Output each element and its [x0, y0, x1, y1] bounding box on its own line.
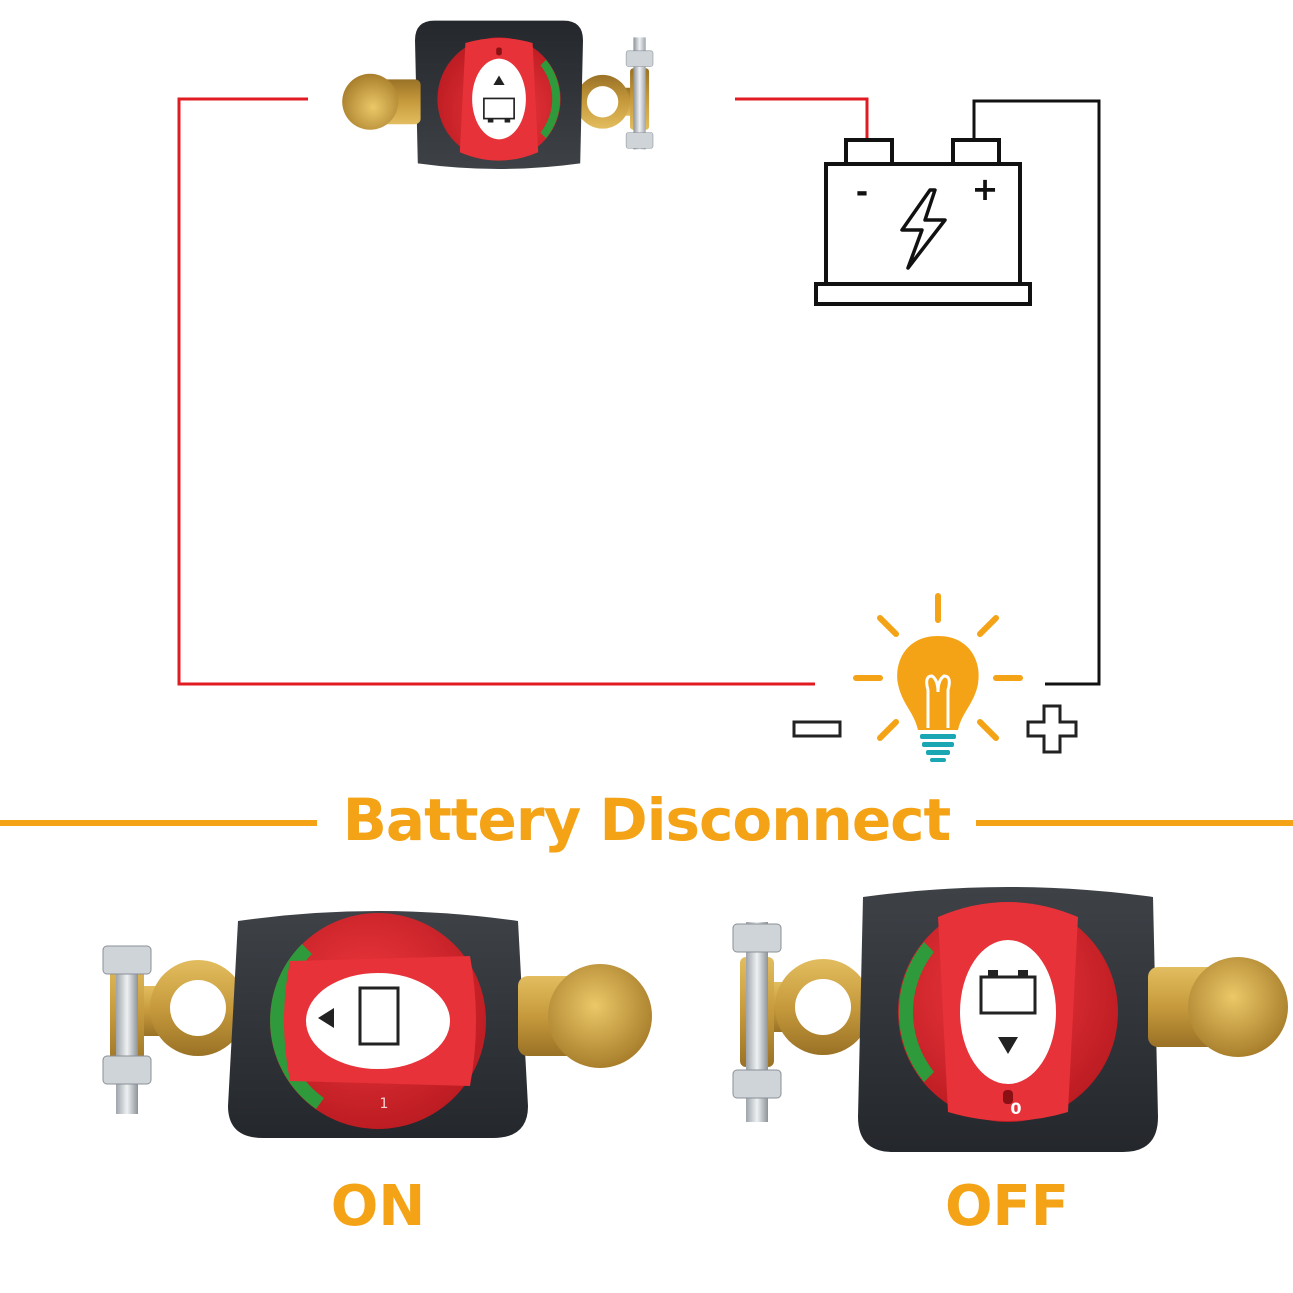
- minus-icon: [792, 720, 842, 738]
- negative-wire: [972, 99, 1101, 686]
- battery-positive-sign: +: [972, 170, 999, 208]
- positive-wire-to-battery: [735, 97, 869, 140]
- title-banner: Battery Disconnect: [0, 785, 1293, 855]
- state-label-on: ON: [330, 1174, 426, 1239]
- state-label-off: OFF: [944, 1174, 1070, 1239]
- lightning-bolt-icon: [900, 188, 947, 270]
- switch-on-dial-mark: 1: [380, 1096, 389, 1112]
- plus-icon: [1026, 704, 1078, 754]
- disconnect-switch-in-circuit: [341, 19, 654, 170]
- switch-off-dial-mark: 0: [1010, 1099, 1021, 1118]
- switch-on: [102, 911, 652, 1138]
- page-title: Battery Disconnect: [316, 786, 977, 854]
- positive-wire: [177, 97, 815, 686]
- battery-icon: [814, 138, 1032, 306]
- battery-negative-sign: -: [856, 175, 868, 210]
- circuit-wires: [177, 97, 1101, 686]
- light-bulb-icon: [853, 593, 1023, 762]
